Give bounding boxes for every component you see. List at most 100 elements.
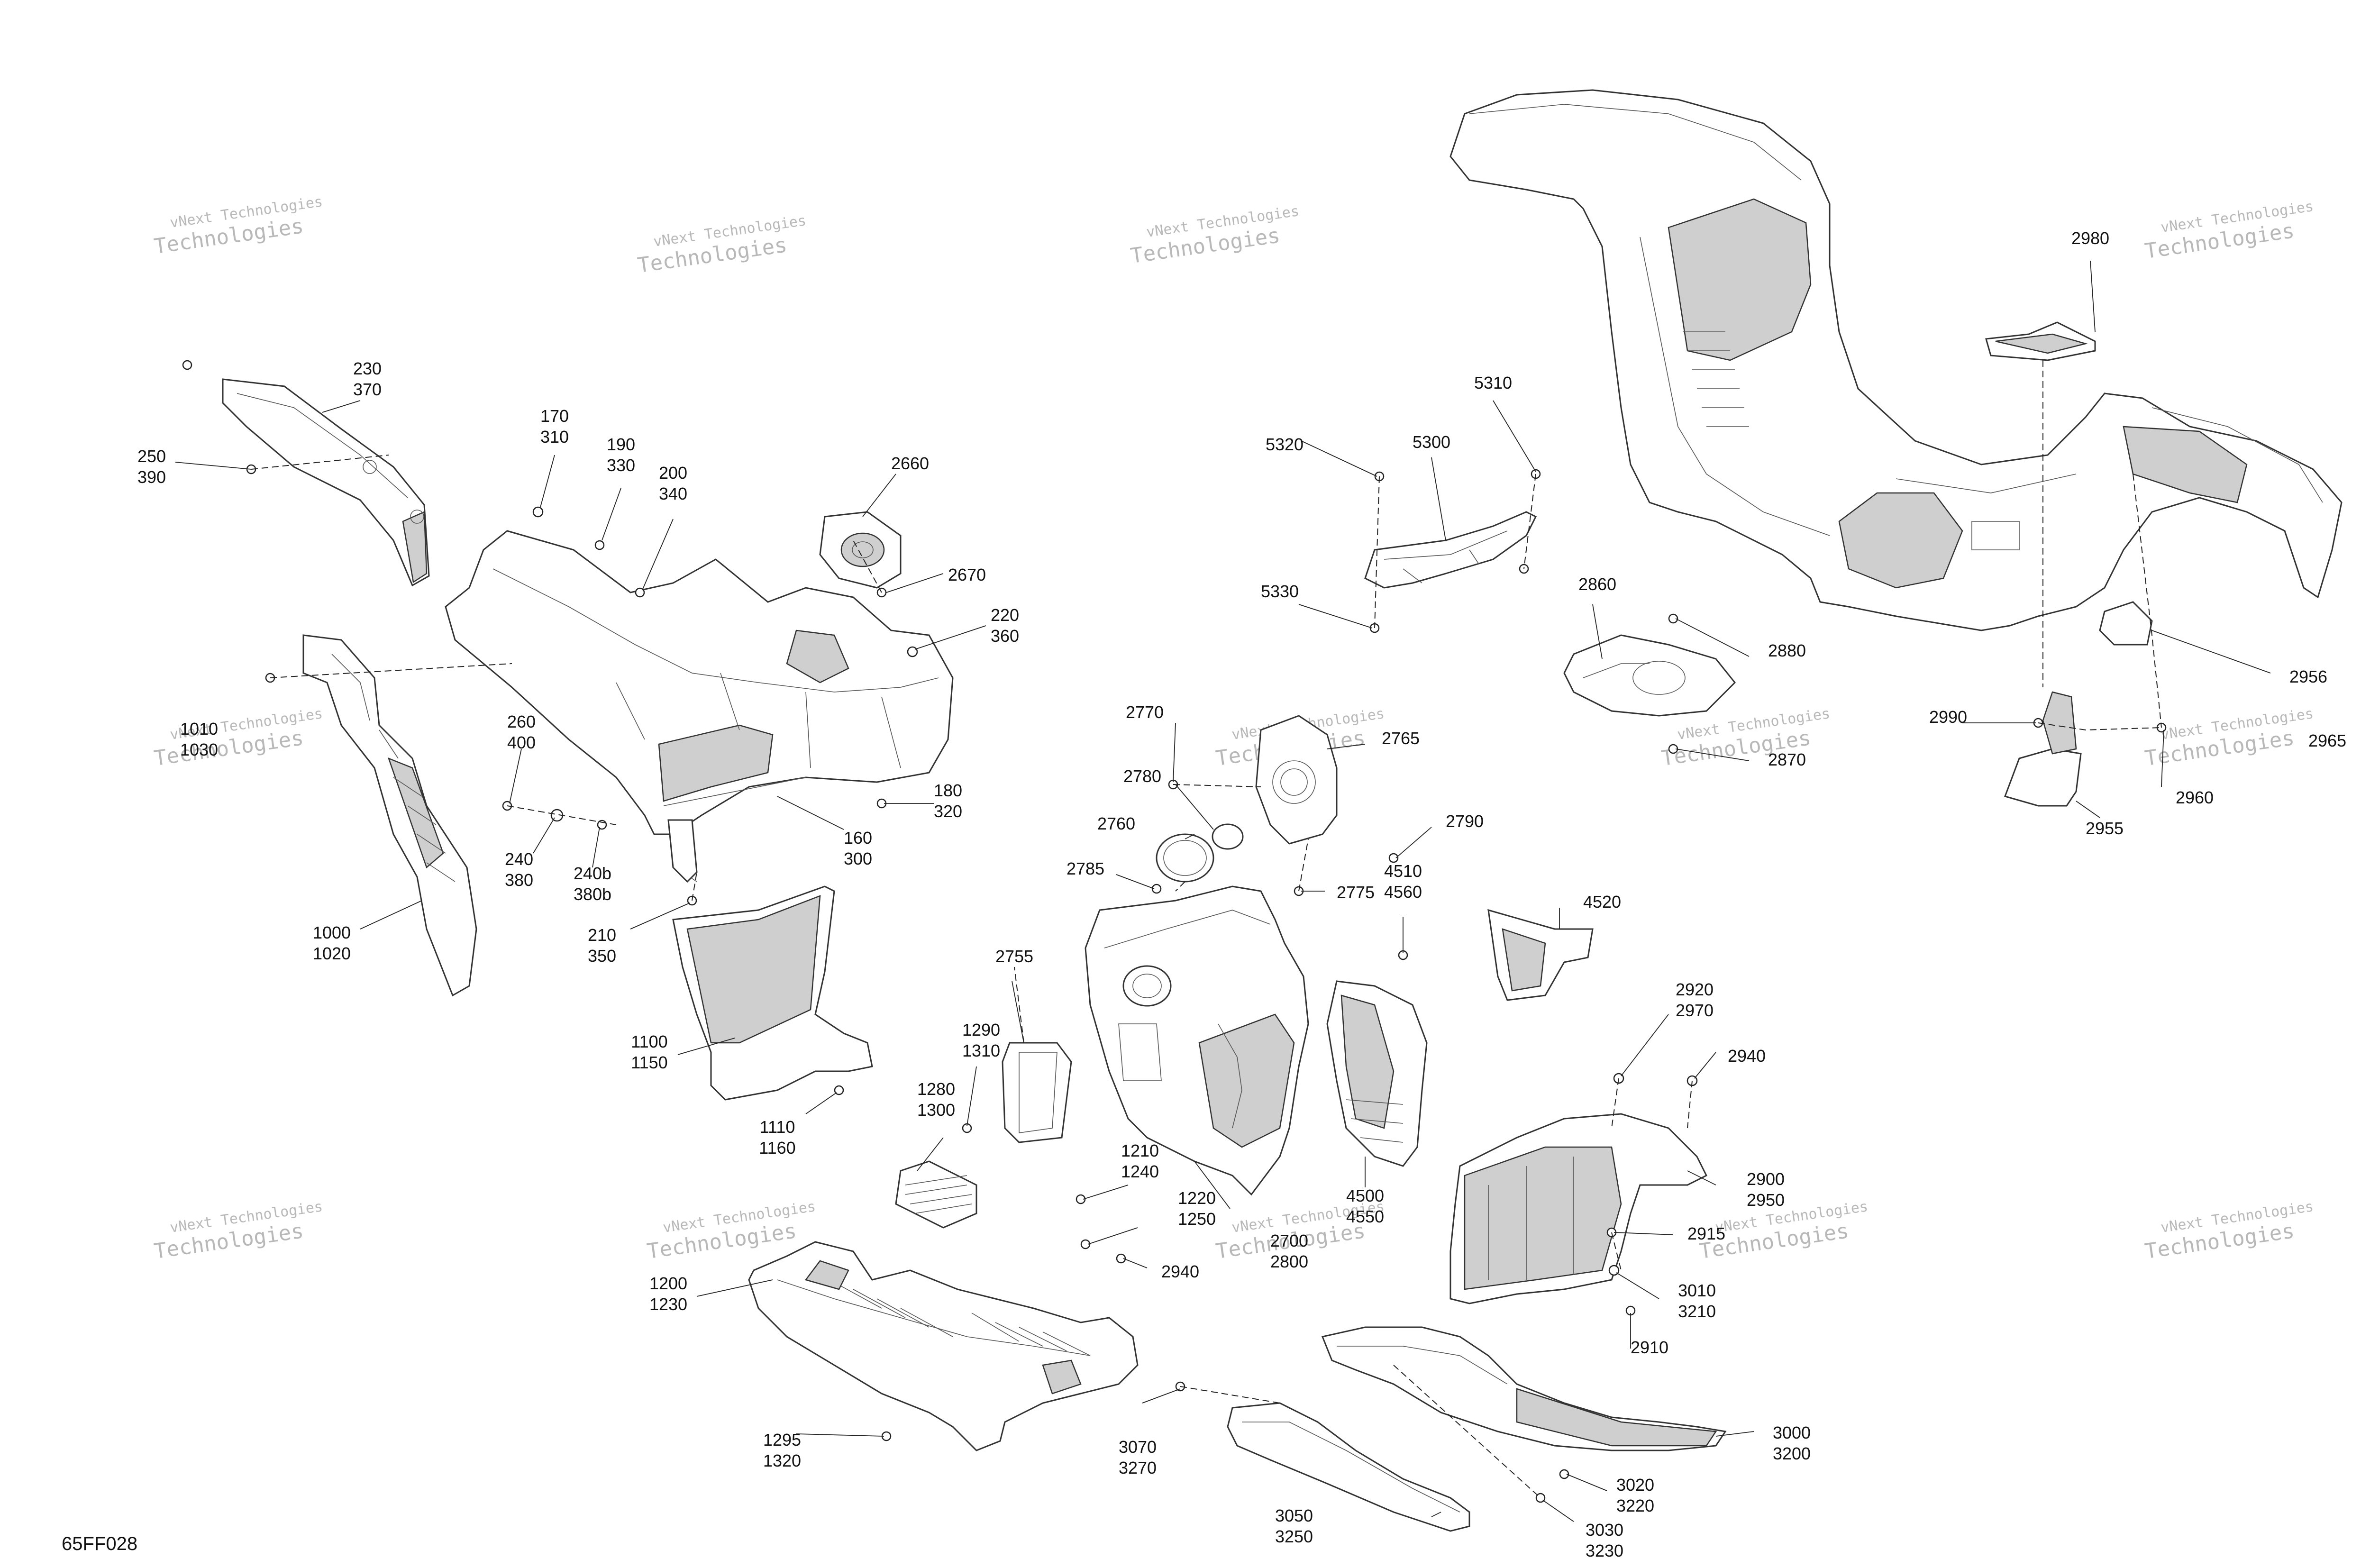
screw-2880 — [1668, 613, 1678, 624]
callout-line: 160 — [844, 828, 872, 848]
nut-3020 — [1559, 1469, 1569, 1479]
callout-line: 260 — [507, 712, 536, 731]
callout-line: 2915 — [1687, 1224, 1725, 1243]
callout-line: 1240 — [1121, 1162, 1159, 1181]
callout-line: 190 — [607, 435, 635, 454]
callout-line: 1160 — [759, 1138, 795, 1158]
nut-1110 — [834, 1085, 844, 1095]
callout-line: 380 — [505, 870, 533, 890]
gauge-bracket-part — [1255, 715, 1338, 845]
callout-line: 1320 — [763, 1451, 801, 1470]
callout-2910: 2910 — [1631, 1338, 1668, 1357]
callout-line: 3000 — [1773, 1423, 1811, 1442]
callout-line: 2955 — [2086, 819, 2124, 838]
callout-line: 1230 — [649, 1295, 687, 1314]
callout-line: 1310 — [962, 1041, 1000, 1060]
callout-line: 2760 — [1097, 814, 1135, 833]
callout-line: 1010 — [180, 719, 218, 738]
callout-line: 1030 — [180, 740, 218, 759]
callout-5310: 5310 — [1474, 373, 1512, 392]
storage-tray-part — [1563, 634, 1736, 717]
callout-line: 3220 — [1616, 1496, 1654, 1515]
callout-line: 1200 — [649, 1274, 687, 1293]
callout-2660: 2660 — [891, 454, 929, 473]
callout-2760: 2760 — [1097, 814, 1135, 833]
callout-line: 2910 — [1631, 1338, 1668, 1357]
callout-line: 240b — [574, 864, 611, 883]
callout-2940b: 2940 — [1728, 1046, 1766, 1066]
left-side-panel-part — [302, 634, 477, 997]
callout-2770: 2770 — [1126, 702, 1164, 722]
callout-line: 2800 — [1270, 1252, 1308, 1271]
rear-body-part — [1449, 89, 2343, 631]
callout-2780: 2780 — [1123, 766, 1161, 786]
small-shield-part — [1487, 909, 1594, 1001]
callout-2870: 2870 — [1768, 750, 1806, 769]
callout-line: 5330 — [1261, 582, 1299, 601]
callout-line: 2780 — [1123, 766, 1161, 786]
callout-1010: 1010 1030 — [180, 719, 218, 759]
callout-line: 2775 — [1337, 883, 1375, 902]
callout-1200: 1200 1230 — [649, 1274, 687, 1314]
clip-170 — [532, 506, 544, 518]
footrest-trim-part — [1227, 1402, 1470, 1532]
callout-4500: 4500 4550 — [1346, 1186, 1384, 1226]
screw-190 — [594, 540, 605, 550]
callout-line: 1280 — [917, 1079, 955, 1099]
callout-line: 4500 — [1346, 1186, 1384, 1205]
nut-3030 — [1535, 1493, 1546, 1503]
callout-line: 2770 — [1126, 702, 1164, 722]
callout-line: 1000 — [313, 923, 351, 942]
callout-line: 240 — [505, 849, 533, 869]
callout-line: 310 — [540, 427, 569, 447]
nut-240b — [597, 820, 607, 830]
callout-4520: 4520 — [1583, 892, 1621, 912]
nut-220 — [907, 646, 918, 657]
callout-line: 2980 — [2071, 228, 2109, 248]
support-bracket-part — [1364, 511, 1537, 589]
callout-line: 2920 — [1676, 980, 1714, 999]
clip-part — [2099, 601, 2153, 646]
callout-2980: 2980 — [2071, 228, 2109, 248]
callout-line: 1110 — [760, 1117, 795, 1137]
callout-2785: 2785 — [1066, 859, 1104, 878]
callout-line: 4550 — [1346, 1207, 1384, 1226]
callout-line: 220 — [991, 605, 1019, 625]
callout-line: 320 — [934, 802, 962, 821]
front-hood-panel-part — [445, 530, 954, 883]
callout-line: 330 — [607, 456, 635, 475]
callout-2915: 2915 — [1687, 1224, 1725, 1243]
callout-1210: 1210 1240 — [1121, 1141, 1159, 1181]
callout-line: 3030 — [1586, 1520, 1623, 1540]
callout-line: 300 — [844, 849, 872, 868]
callout-line: 230 — [353, 359, 382, 378]
mud-flap-part — [2004, 691, 2082, 807]
callout-5300: 5300 — [1413, 432, 1450, 452]
callout-line: 2880 — [1768, 641, 1806, 660]
callout-line: 1100 — [631, 1032, 667, 1051]
callout-line: 340 — [659, 484, 687, 503]
callout-line: 2950 — [1747, 1190, 1785, 1210]
callout-line: 200 — [659, 463, 687, 483]
callout-line: 1210 — [1121, 1141, 1159, 1160]
